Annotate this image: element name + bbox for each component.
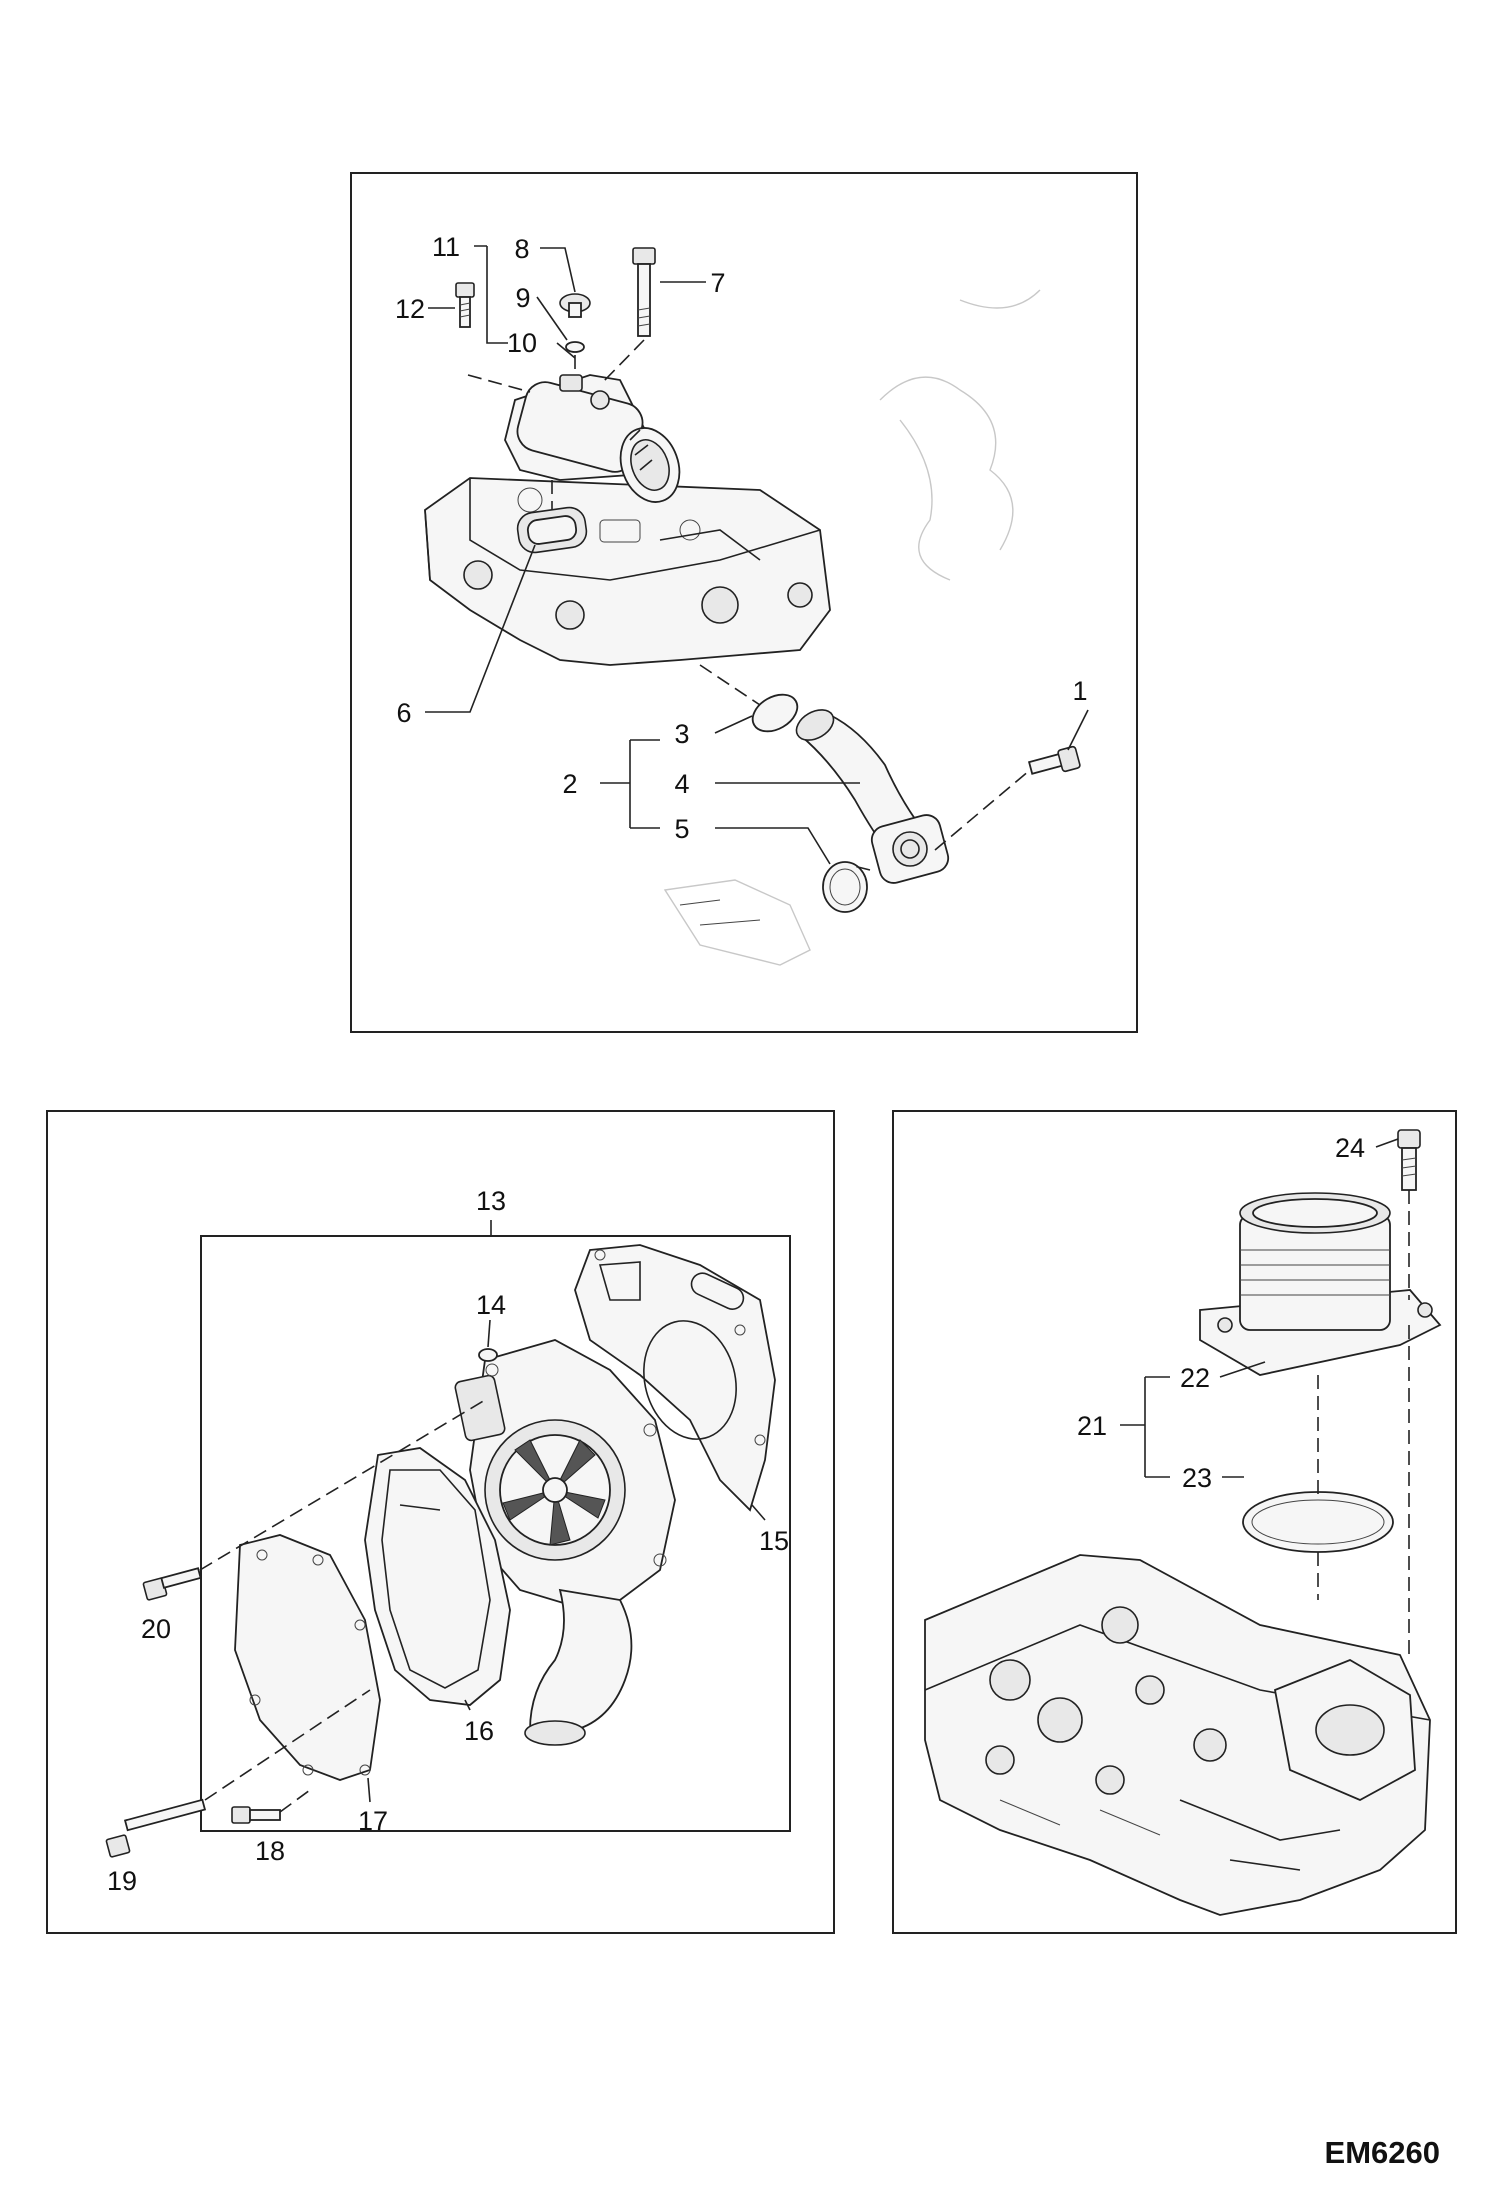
cap-o-ring	[565, 341, 585, 353]
connector-bolt	[1397, 1129, 1421, 1191]
pump-gasket	[364, 1447, 511, 1706]
connector-o-ring	[1242, 1491, 1394, 1553]
pipe-o-ring-upper	[751, 693, 799, 733]
drawing-code: EM6260	[1325, 2135, 1440, 2170]
callout-5: 5	[674, 814, 689, 844]
leader-22	[1219, 1361, 1266, 1378]
long-bolt	[632, 247, 656, 337]
background-ghost-drawing	[879, 289, 1041, 581]
leader-16	[464, 1699, 471, 1711]
outlet-connector	[1199, 1192, 1442, 1376]
leader-15	[751, 1504, 766, 1521]
short-bolt	[455, 282, 475, 328]
callout-19: 19	[107, 1866, 137, 1896]
callout-15: 15	[759, 1526, 789, 1556]
pipe-bolt	[1027, 745, 1081, 775]
leader-17	[367, 1777, 371, 1803]
leader-5	[715, 827, 831, 865]
pump-o-ring	[478, 1348, 498, 1362]
callout-3: 3	[674, 719, 689, 749]
leader-21	[1120, 1376, 1170, 1478]
panel-frame	[350, 172, 1138, 1033]
callout-13: 13	[476, 1186, 506, 1216]
leader-2-bracket	[600, 739, 660, 829]
callout-4: 4	[674, 769, 689, 799]
callout-7: 7	[710, 268, 725, 298]
callout-6: 6	[396, 698, 411, 728]
leader-11	[474, 245, 508, 344]
cover-bolt	[231, 1806, 281, 1824]
pump-back-plate	[574, 1244, 776, 1512]
vent-cap	[559, 293, 591, 318]
callout-22: 22	[1180, 1363, 1210, 1393]
callout-24: 24	[1335, 1133, 1365, 1163]
thermostat-housing	[504, 374, 681, 503]
leader-24	[1375, 1138, 1399, 1148]
leader-6	[425, 544, 536, 713]
coolant-pipe	[795, 709, 950, 884]
callout-2: 2	[562, 769, 577, 799]
leader-10	[556, 342, 576, 359]
callout-21: 21	[1077, 1411, 1107, 1441]
pump-mount-bolt	[142, 1567, 202, 1601]
callout-16: 16	[464, 1716, 494, 1746]
water-pump-body	[454, 1339, 676, 1746]
panel-outlet-connector: 21 22 23 24	[892, 1110, 1457, 1934]
callout-12: 12	[395, 294, 425, 324]
callout-23: 23	[1182, 1463, 1212, 1493]
long-pump-bolt	[105, 1798, 207, 1858]
callout-14: 14	[476, 1290, 506, 1320]
panel-thermostat-housing: 1 2 3 4 5 6 7 8 9 10 11 12	[350, 172, 1138, 1033]
callout-1: 1	[1072, 676, 1087, 706]
leader-8	[540, 247, 576, 293]
engine-block	[924, 1554, 1431, 1916]
callout-17: 17	[358, 1806, 388, 1836]
callout-18: 18	[255, 1836, 285, 1866]
callout-10: 10	[507, 328, 537, 358]
callout-11: 11	[432, 232, 460, 262]
callout-20: 20	[141, 1614, 171, 1644]
leader-9	[536, 296, 568, 341]
panel-frame	[892, 1110, 1457, 1934]
leader-3	[714, 715, 753, 734]
callout-9: 9	[515, 283, 530, 313]
leader-1	[1067, 709, 1089, 751]
cylinder-head	[424, 477, 831, 666]
leader-14	[487, 1319, 491, 1348]
panel-water-pump: 13 14 15 16 17 18 19 20	[46, 1110, 835, 1934]
assembly-kit-frame	[200, 1235, 791, 1832]
panel-frame	[46, 1110, 835, 1934]
callout-8: 8	[514, 234, 529, 264]
pump-cover-plate	[234, 1534, 381, 1781]
